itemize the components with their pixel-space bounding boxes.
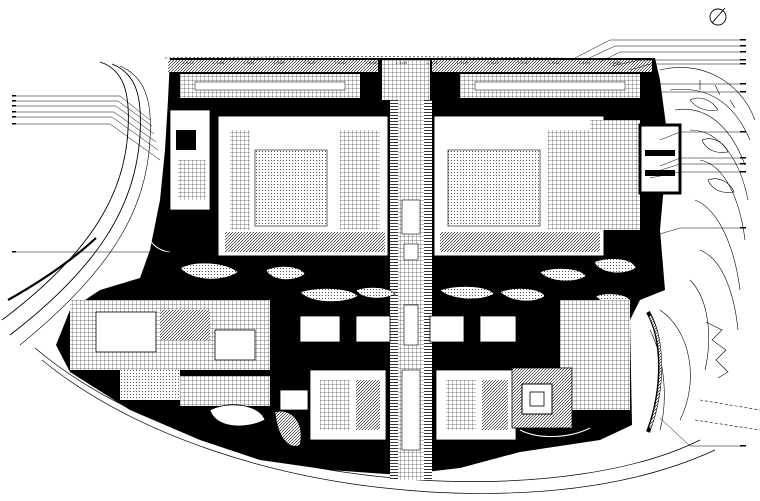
grid-label: 1-9+55 — [274, 61, 286, 65]
upper-blocks — [217, 115, 605, 257]
grid-label: 1-9+61 — [243, 61, 255, 65]
lower-left-complex — [70, 300, 309, 447]
water-features — [179, 258, 637, 304]
grid-label: 1-9+73 — [182, 61, 194, 65]
grid-label: 1-9+01 — [548, 61, 560, 65]
grid-label: 1-9+49 — [304, 61, 316, 65]
grid-label: 1-9+68 — [213, 61, 225, 65]
grid-label: 1-8+89 — [609, 61, 621, 65]
top-buildings — [168, 60, 652, 100]
grid-label: 1-9+24 — [426, 61, 438, 65]
callout-ticks — [12, 39, 746, 447]
lower-right-complex — [511, 300, 630, 438]
central-axis — [390, 100, 432, 480]
lower-mid-left-blocks — [299, 315, 391, 441]
grid-label: 1-9+36 — [365, 61, 377, 65]
leader-lines-left — [15, 95, 180, 253]
grid-label: 1-9+19 — [457, 61, 469, 65]
left-building — [145, 109, 211, 253]
top-grid-labels: 1-9+73 1-9+68 1-9+61 1-9+55 1-9+49 1-9+42 1-9+… — [182, 61, 621, 65]
grid-label: 1-9+42 — [335, 61, 347, 65]
grid-label: 1-9+13 — [487, 61, 499, 65]
grid-label: 1-8+95 — [579, 61, 591, 65]
grid-label: 1-9+30 — [396, 61, 408, 65]
north-arrow-icon — [709, 7, 727, 26]
lower-mid-right-blocks — [429, 315, 517, 441]
right-buildings — [590, 120, 682, 230]
leader-lines-right — [574, 39, 745, 447]
landscape-right — [649, 67, 760, 431]
grid-label: 1-9+07 — [518, 61, 530, 65]
